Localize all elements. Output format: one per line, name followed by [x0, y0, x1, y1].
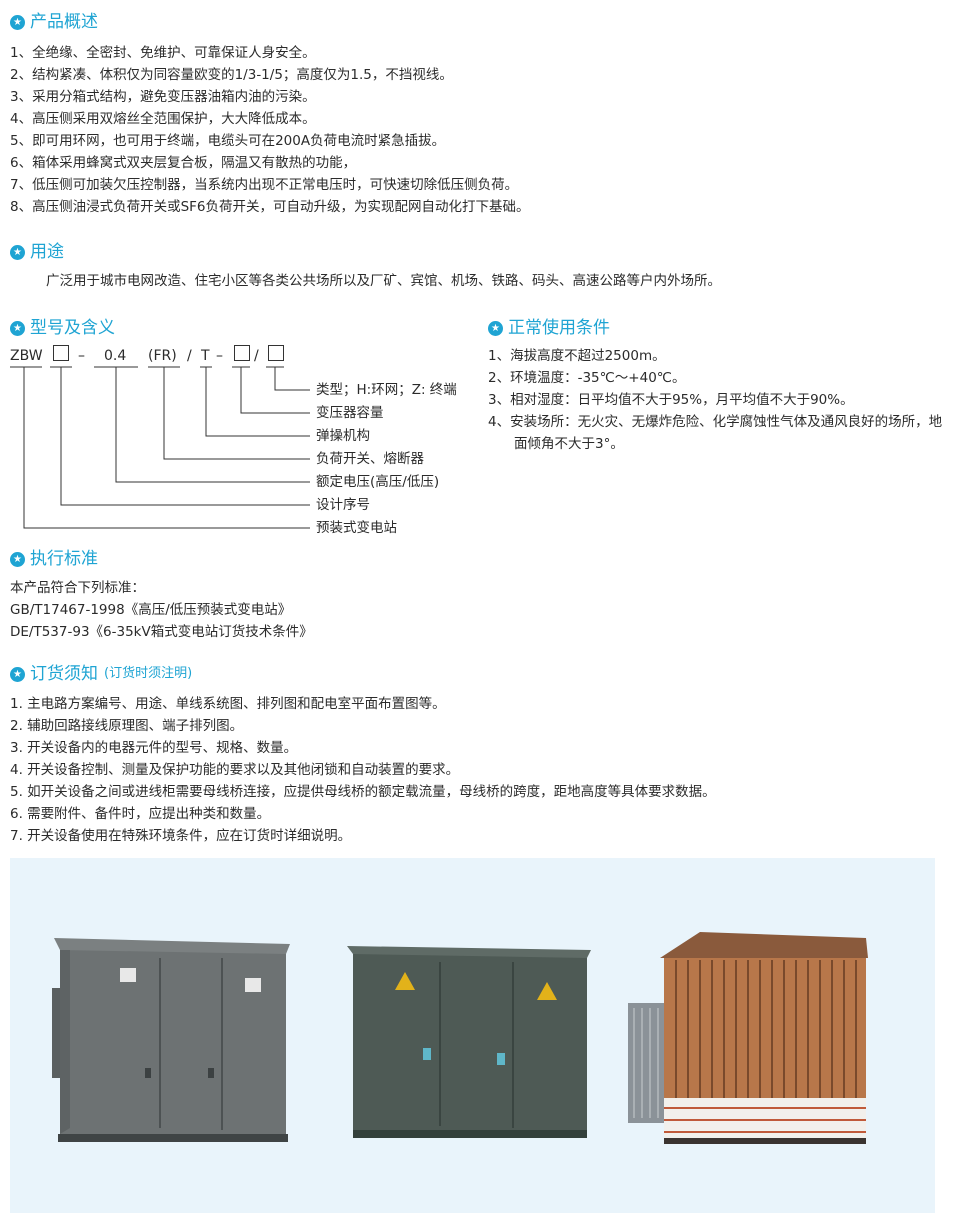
ordering-note: (订货时须注明) [104, 666, 193, 681]
legend-switch: 负荷开关、熔断器 [316, 451, 424, 467]
code-dash: – [78, 348, 85, 364]
code-zbw: ZBW [10, 348, 43, 364]
conditions-list: 1、海拔高度不超过2500m。 2、环境温度：-35℃～+40℃。 3、相对湿度… [488, 345, 954, 455]
legend-capacity: 变压器容量 [316, 405, 384, 421]
list-item: 3. 开关设备内的电器元件的型号、规格、数量。 [10, 740, 298, 756]
usage-text: 广泛用于城市电网改造、住宅小区等各类公共场所以及厂矿、宾馆、机场、铁路、码头、高… [46, 273, 721, 289]
legend-mechanism: 弹操机构 [316, 428, 370, 444]
section-title-standards: ★ 执行标准 [10, 546, 98, 572]
section-title-ordering: ★ 订货须知 (订货时须注明) [10, 661, 192, 687]
list-item: 6、箱体采用蜂窝式双夹层复合板，隔温又有散热的功能， [10, 155, 357, 171]
star-icon: ★ [10, 320, 25, 336]
section-title-usage: ★ 用途 [10, 239, 64, 265]
list-item: 7. 开关设备使用在特殊环境条件，应在订货时详细说明。 [10, 828, 352, 844]
substation-photo-green [347, 946, 591, 1138]
code-voltage: 0.4 [104, 348, 127, 364]
section-title-model: ★ 型号及含义 [10, 315, 115, 341]
legend-type: 类型；H:环网；Z: 终端 [316, 382, 457, 398]
list-item: 4. 开关设备控制、测量及保护功能的要求以及其他闭锁和自动装置的要求。 [10, 762, 460, 778]
section-title-conditions: ★ 正常使用条件 [488, 315, 610, 341]
list-item: 本产品符合下列标准： [10, 580, 145, 596]
list-item: 6. 需要附件、备件时，应提出种类和数量。 [10, 806, 271, 822]
substation-photo-wood [628, 932, 868, 1144]
code-t: T [201, 348, 210, 364]
list-item: 7、低压侧可加装欠压控制器，当系统内出现不正常电压时，可快速切除低压侧负荷。 [10, 177, 519, 193]
legend-voltage: 额定电压(高压/低压) [316, 474, 440, 490]
star-icon: ★ [10, 14, 25, 30]
model-code-diagram: ZBW – 0.4 (FR) / T – / 类型；H:环网；Z: 终端 变压器… [10, 345, 480, 545]
code-slash: / [187, 348, 192, 364]
model-leader-lines [10, 366, 310, 529]
code-slash: / [254, 348, 259, 364]
list-item: 5、即可用环网，也可用于终端，电缆头可在200A负荷电流时紧急插拔。 [10, 133, 446, 149]
list-item: 8、高压侧油浸式负荷开关或SF6负荷开关，可自动升级，为实现配网自动化打下基础。 [10, 199, 530, 215]
ordering-list: 1. 主电路方案编号、用途、单线系统图、排列图和配电室平面布置图等。 2. 辅助… [10, 693, 716, 847]
star-icon: ★ [10, 551, 25, 567]
standards-list: 本产品符合下列标准： GB/T17467-1998《高压/低压预装式变电站》 D… [10, 577, 313, 643]
substation-photo-grey [52, 938, 290, 1142]
star-icon: ★ [10, 244, 25, 260]
section-title-overview: ★ 产品概述 [10, 9, 98, 35]
list-item: 3、采用分箱式结构，避免变压器油箱内油的污染。 [10, 89, 316, 105]
list-item: 5. 如开关设备之间或进线柜需要母线桥连接，应提供母线桥的额定载流量，母线桥的跨… [10, 784, 716, 800]
product-photo-panel [10, 858, 935, 1213]
overview-list: 1、全绝缘、全密封、免维护、可靠保证人身安全。 2、结构紧凑、体积仅为同容量欧变… [10, 42, 530, 218]
code-box-serial [53, 345, 69, 361]
star-icon: ★ [488, 320, 503, 336]
list-item: 1. 主电路方案编号、用途、单线系统图、排列图和配电室平面布置图等。 [10, 696, 446, 712]
list-item: 1、全绝缘、全密封、免维护、可靠保证人身安全。 [10, 45, 316, 61]
list-item: 2. 辅助回路接线原理图、端子排列图。 [10, 718, 244, 734]
list-item: 4、安装场所：无火灾、无爆炸危险、化学腐蚀性气体及通风良好的场所，地面倾角不大于… [488, 414, 943, 452]
legend-substation: 预装式变电站 [316, 520, 397, 536]
list-item: 2、结构紧凑、体积仅为同容量欧变的1/3-1/5；高度仅为1.5，不挡视线。 [10, 67, 453, 83]
legend-serial: 设计序号 [316, 497, 370, 513]
code-fr: (FR) [148, 348, 177, 364]
code-box-type [268, 345, 284, 361]
list-item: GB/T17467-1998《高压/低压预装式变电站》 [10, 602, 292, 618]
code-dash: – [216, 348, 223, 364]
star-icon: ★ [10, 666, 25, 682]
list-item: 4、高压侧采用双熔丝全范围保护，大大降低成本。 [10, 111, 316, 127]
code-box-capacity [234, 345, 250, 361]
list-item: 2、环境温度：-35℃～+40℃。 [488, 370, 686, 386]
list-item: DE/T537-93《6-35kV箱式变电站订货技术条件》 [10, 624, 313, 640]
list-item: 1、海拔高度不超过2500m。 [488, 348, 666, 364]
list-item: 3、相对湿度：日平均值不大于95%，月平均值不大于90%。 [488, 392, 854, 408]
